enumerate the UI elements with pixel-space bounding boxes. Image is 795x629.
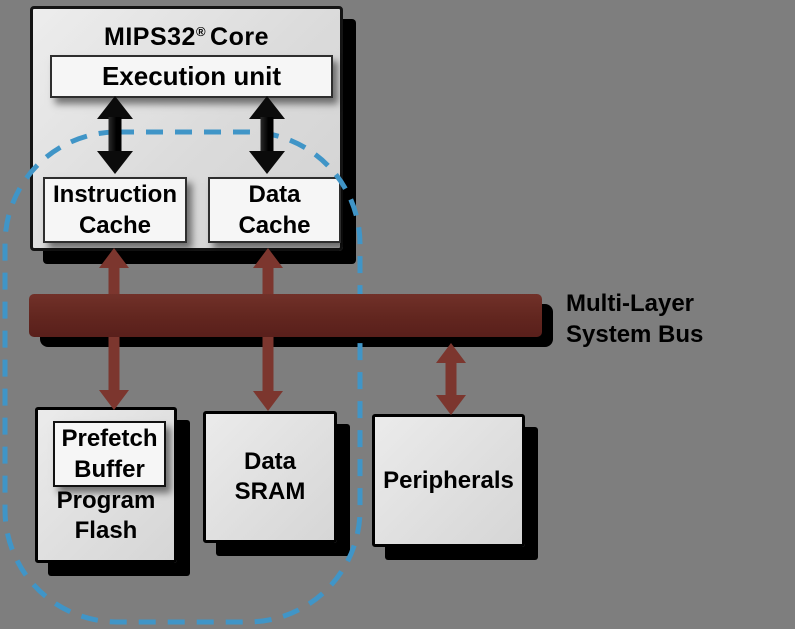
prefetch-buffer-label-line1: Prefetch [61, 425, 158, 452]
data-sram-label-line1: Data [243, 448, 297, 475]
peripherals-label: Peripherals [383, 466, 514, 494]
core-title: MIPS32®Core [33, 23, 340, 52]
peripherals-block: Peripherals [372, 414, 525, 547]
arrow-head-down-icon [97, 151, 133, 174]
arrow-head-up-icon [253, 248, 283, 268]
arrow-head-down-icon [436, 395, 466, 415]
arrow-head-down-icon [249, 151, 285, 174]
instruction-cache-label-line2: Cache [78, 212, 152, 239]
arrow-head-down-icon [253, 391, 283, 411]
arrow-head-up-icon [436, 343, 466, 363]
system-bus-label-line2: System Bus [566, 321, 704, 348]
execution-unit-label: Execution unit [101, 61, 282, 91]
prefetch-buffer-block: Prefetch Buffer [53, 421, 166, 487]
program-flash-block: Prefetch Buffer Program Flash [35, 407, 177, 563]
arrow-shaft [445, 361, 457, 397]
data-cache-label-line2: Cache [238, 212, 311, 239]
execution-unit-block: Execution unit [50, 55, 333, 98]
data-cache-label-line1: Data [248, 181, 301, 208]
program-flash-label: Program Flash [57, 486, 156, 560]
instruction-cache-label-line1: Instruction [53, 181, 177, 208]
bus-to-peripherals-arrow [436, 343, 466, 415]
exec-to-dcache-arrow [249, 96, 285, 174]
arrow-shaft [108, 117, 122, 153]
core-title-brand: MIPS32 [104, 23, 196, 51]
arrow-head-down-icon [99, 390, 129, 410]
instruction-cache-block: Instruction Cache [43, 177, 187, 243]
arrow-head-up-icon [249, 96, 285, 119]
arrow-head-up-icon [97, 96, 133, 119]
data-sram-block: Data SRAM [203, 411, 337, 543]
registered-trademark-symbol: ® [195, 23, 207, 39]
data-sram-label-line2: SRAM [234, 478, 306, 505]
program-flash-label-line2: Flash [74, 517, 138, 544]
arrow-shaft [260, 117, 274, 153]
system-bus-label-line1: Multi-Layer [566, 290, 695, 317]
mips32-core-block: MIPS32®Core Execution unit Instruction C… [30, 6, 343, 251]
core-title-suffix: Core [210, 23, 269, 51]
program-flash-label-line1: Program [56, 487, 156, 514]
data-cache-block: Data Cache [208, 177, 341, 243]
multi-layer-system-bus [29, 294, 542, 337]
prefetch-buffer-label-line2: Buffer [74, 456, 145, 483]
arrow-head-up-icon [99, 248, 129, 268]
exec-to-icache-arrow [97, 96, 133, 174]
system-bus-label: Multi-Layer System Bus [566, 288, 703, 350]
